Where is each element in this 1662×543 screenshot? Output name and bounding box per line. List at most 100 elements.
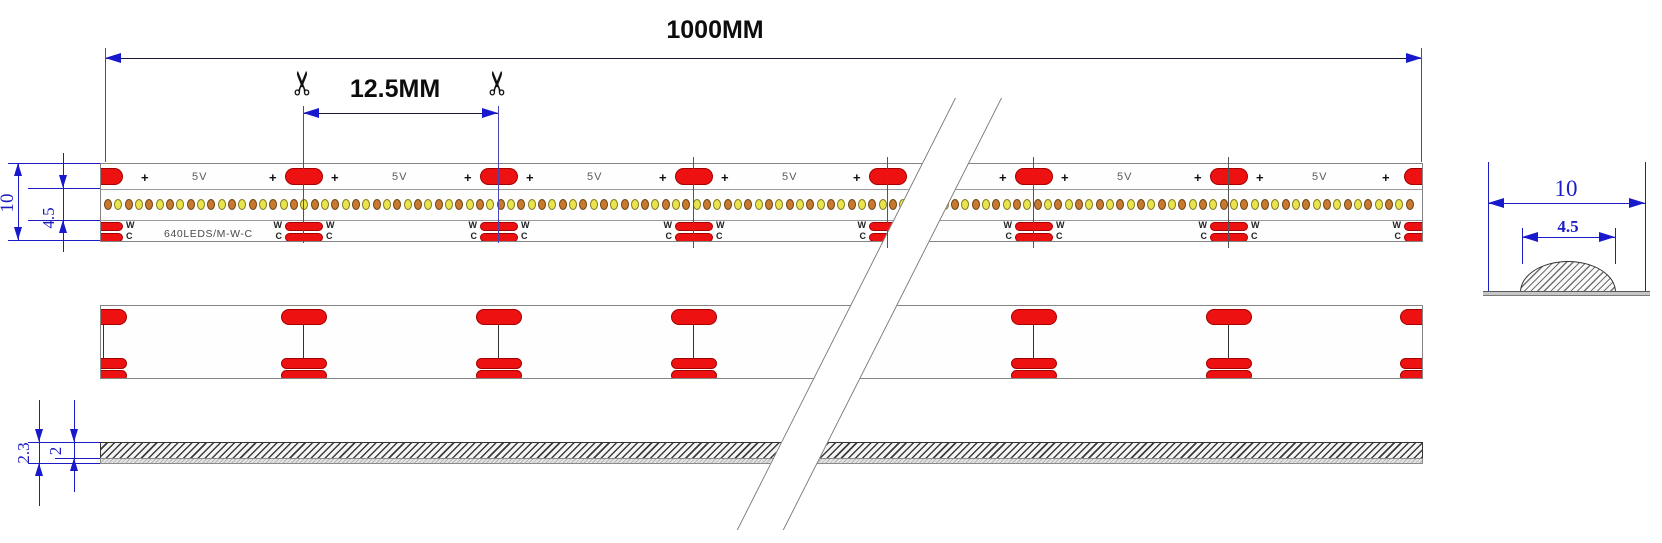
dimension-arrow-up-icon: [13, 163, 22, 176]
led-dot: [847, 199, 856, 210]
cut-line: [498, 106, 500, 243]
led-dot: [672, 199, 681, 210]
led-dot: [961, 199, 970, 210]
solder-pad: [281, 358, 327, 369]
led-band-bottom-line: [101, 220, 1422, 221]
solder-pad: [1011, 309, 1057, 325]
led-dot: [1374, 199, 1383, 210]
led-dot: [1044, 199, 1053, 210]
channel-label: C: [126, 231, 133, 241]
strip-side-view-adhesive: [100, 458, 1423, 464]
channel-label: W: [126, 220, 135, 230]
cut-spacing-dimension-label: 12.5MM: [349, 75, 441, 103]
led-dot: [713, 199, 722, 210]
phosphor-dome-section: [1520, 261, 1616, 292]
cut-line: [1228, 157, 1229, 248]
solder-pad: [671, 358, 717, 369]
strip-spec-label: 640LEDS/M-W-C: [164, 228, 253, 240]
led-dot: [1364, 199, 1373, 210]
extension-line: [1615, 228, 1616, 264]
led-dot: [806, 199, 815, 210]
led-dot: [1085, 199, 1094, 210]
led-dot: [1250, 199, 1259, 210]
led-dot: [1137, 199, 1145, 210]
total-thickness-dimension-label: 2.3: [14, 442, 33, 464]
dimension-arrow-left-icon: [105, 53, 121, 63]
total-length-dimension-line: [105, 58, 1422, 60]
led-dot: [816, 199, 825, 210]
dimension-arrow-down-icon: [69, 429, 78, 442]
extension-line: [8, 240, 102, 241]
channel-label: C: [716, 231, 723, 241]
led-dot: [248, 199, 257, 210]
led-dot: [1126, 199, 1135, 210]
dimension-arrow-left-icon: [303, 108, 319, 118]
led-dot: [661, 199, 670, 210]
led-dot: [1353, 199, 1362, 210]
extension-line: [1488, 162, 1489, 292]
pcb-thickness-dimension-line: [74, 400, 75, 492]
cut-line: [693, 157, 694, 248]
led-dot: [568, 199, 577, 210]
led-dot: [579, 199, 588, 210]
led-dot: [238, 199, 247, 210]
section-width-dimension-line: [1488, 203, 1645, 204]
plus-polarity-label: +: [1382, 170, 1390, 185]
led-dot: [682, 199, 691, 210]
extension-line: [28, 188, 102, 189]
channel-label: W: [1251, 220, 1260, 230]
led-dot: [765, 199, 774, 210]
strip-width-dimension-label: 10: [0, 193, 18, 213]
channel-label: W: [1003, 220, 1013, 230]
led-dot: [1322, 199, 1331, 210]
led-dot: [796, 199, 805, 210]
solder-pad: [1015, 233, 1053, 241]
solder-pad: [476, 358, 522, 369]
solder-pad: [476, 309, 522, 325]
led-dot: [145, 199, 154, 210]
solder-pad: [101, 168, 123, 185]
solder-pad: [281, 309, 327, 325]
led-dot: [196, 199, 205, 210]
solder-pad: [1206, 309, 1252, 325]
plus-polarity-label: +: [853, 170, 861, 185]
voltage-label: 5V: [392, 171, 408, 183]
solder-pad: [1400, 309, 1422, 325]
plus-polarity-label: +: [659, 170, 667, 185]
led-dot: [1198, 199, 1207, 210]
channel-label: C: [521, 231, 528, 241]
solder-pad: [1210, 222, 1248, 231]
led-dot: [279, 199, 288, 210]
led-dot: [1405, 199, 1414, 210]
pad-connector: [1422, 325, 1423, 358]
led-dot: [320, 199, 329, 210]
led-dot: [1209, 199, 1218, 210]
led-dot: [1033, 199, 1042, 210]
cut-line: [1033, 157, 1034, 248]
led-dot: [1271, 199, 1280, 210]
total-thickness-dimension-line: [39, 400, 40, 506]
solder-pad: [869, 168, 907, 185]
pad-connector: [1033, 325, 1035, 358]
plus-polarity-label: +: [1256, 170, 1264, 185]
led-dot: [424, 199, 433, 210]
led-dot: [455, 199, 464, 210]
led-dot: [331, 199, 340, 210]
dimension-arrow-right-icon: [1599, 232, 1615, 242]
led-dot: [134, 199, 143, 210]
led-dot: [413, 199, 422, 210]
channel-label: W: [716, 220, 725, 230]
section-dome-dimension-line: [1522, 237, 1615, 238]
led-dot: [1384, 199, 1393, 210]
led-dot: [289, 199, 298, 210]
solder-pad: [1404, 222, 1422, 231]
led-dot: [1064, 199, 1073, 210]
solder-pad: [1011, 370, 1057, 378]
led-dot: [1075, 199, 1084, 210]
led-dot: [434, 199, 443, 210]
led-dot: [630, 199, 639, 210]
total-length-dimension-label: 1000MM: [666, 16, 764, 44]
extension-line: [28, 442, 100, 443]
voltage-label: 5V: [192, 171, 208, 183]
